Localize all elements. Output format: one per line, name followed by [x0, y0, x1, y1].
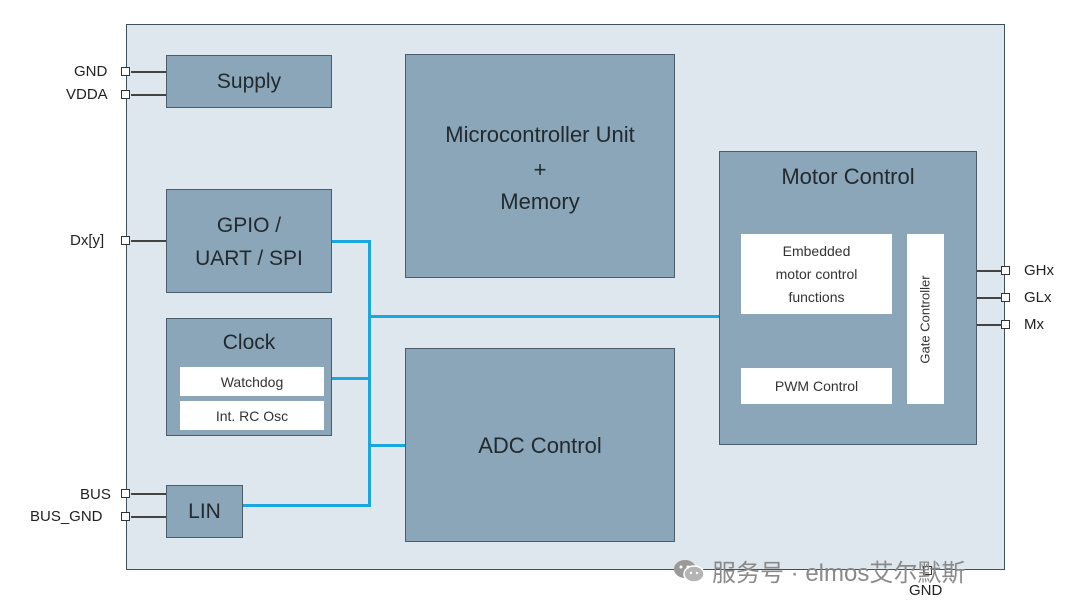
lin-block: LIN: [166, 485, 243, 538]
bus-motor: [368, 315, 719, 318]
supply-label: Supply: [216, 70, 282, 93]
motor-control-label: Motor Control: [781, 164, 915, 189]
gpio-label-line2: UART / SPI: [195, 247, 303, 270]
pin-ghx: [1001, 266, 1010, 275]
motor-control-block: Motor Control Embedded motor control fun…: [719, 151, 977, 445]
bus-lin: [243, 504, 371, 507]
watermark-text: 服务号 · elmos艾尔默斯: [712, 560, 966, 587]
mcu-label-line2: +: [533, 157, 547, 182]
supply-block: Supply: [166, 55, 332, 108]
adc-block: ADC Control: [405, 348, 675, 542]
mcu-label-line3: Memory: [500, 189, 580, 214]
wechat-icon: [674, 559, 705, 583]
watermark: 服务号 · elmos艾尔默斯: [672, 553, 965, 588]
rc-osc-box: Int. RC Osc: [180, 401, 324, 430]
pin-label-mx: Mx: [1024, 316, 1044, 333]
wire-dxy: [131, 240, 166, 242]
pin-gnd: [121, 67, 130, 76]
adc-label: ADC Control: [478, 433, 602, 458]
gate-controller-box: Gate Controller: [907, 234, 944, 404]
pin-vdda: [121, 90, 130, 99]
wire-vdda: [131, 94, 166, 96]
clock-label: Clock: [222, 331, 276, 354]
pwm-control-box: PWM Control: [741, 368, 892, 404]
pin-gnd-bottom: [923, 566, 932, 575]
watchdog-box: Watchdog: [180, 367, 324, 396]
wire-glx: [977, 297, 1002, 299]
wire-mx: [977, 324, 1002, 326]
bus-gpio: [332, 240, 371, 243]
pin-label-bus-gnd: BUS_GND: [30, 508, 103, 525]
embedded-label-line1: Embedded: [782, 242, 851, 259]
lin-label: LIN: [188, 500, 221, 523]
pin-dxy: [121, 236, 130, 245]
wire-gnd: [131, 71, 166, 73]
pin-glx: [1001, 293, 1010, 302]
pin-label-ghx: GHx: [1024, 262, 1054, 279]
pin-label-vdda: VDDA: [66, 86, 108, 103]
pin-label-gnd: GND: [74, 63, 108, 80]
gate-controller-label: Gate Controller: [918, 274, 933, 364]
clock-block: Clock Watchdog Int. RC Osc: [166, 318, 332, 436]
pin-mx: [1001, 320, 1010, 329]
embedded-functions-box: Embedded motor control functions: [741, 234, 892, 314]
pin-bus: [121, 489, 130, 498]
wire-bus-gnd: [131, 516, 166, 518]
embedded-label-line3: functions: [788, 288, 845, 305]
pin-label-bus: BUS: [80, 486, 111, 503]
pin-label-dxy: Dx[y]: [70, 232, 105, 249]
bus-adc: [368, 444, 405, 447]
pin-label-glx: GLx: [1024, 289, 1052, 306]
embedded-label-line2: motor control: [775, 265, 858, 282]
bus-clock: [332, 377, 371, 380]
bus-trunk: [368, 240, 371, 506]
wire-bus: [131, 493, 166, 495]
mcu-label-line1: Microcontroller Unit: [445, 122, 635, 147]
pin-bus-gnd: [121, 512, 130, 521]
wire-ghx: [977, 270, 1002, 272]
gpio-label-line1: GPIO /: [216, 214, 282, 237]
gpio-block: GPIO / UART / SPI: [166, 189, 332, 293]
pin-label-gnd-bottom: GND: [909, 582, 943, 599]
mcu-block: Microcontroller Unit + Memory: [405, 54, 675, 278]
